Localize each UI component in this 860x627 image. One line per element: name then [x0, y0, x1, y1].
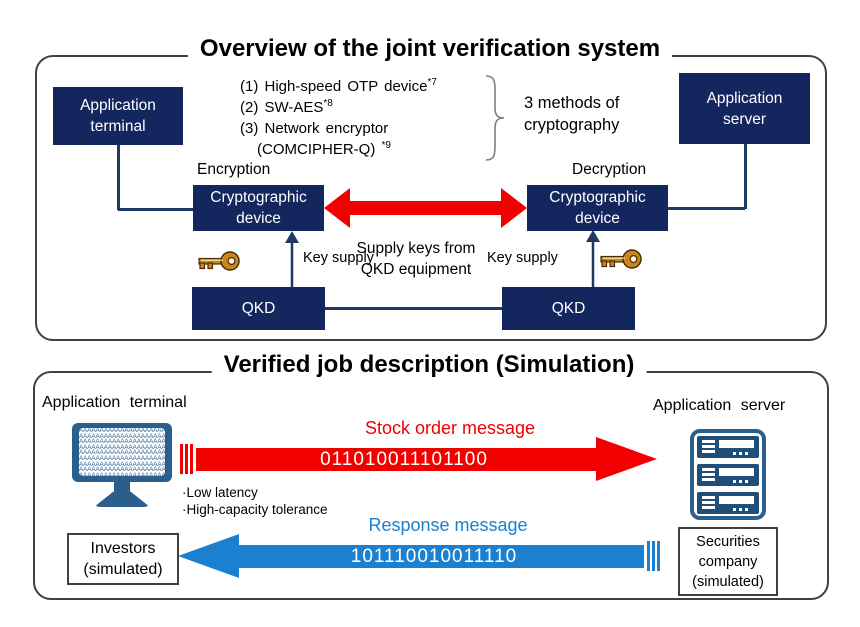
- server-unit: [697, 436, 759, 458]
- qkd-right-box: QKD: [502, 287, 635, 330]
- stock-order-arrow: [180, 437, 657, 481]
- cryptographic-device-right-box: Cryptographic device: [527, 185, 668, 231]
- response-bits: 101110010011110: [350, 546, 518, 567]
- application-server-line1: Application: [706, 89, 783, 107]
- application-terminal-label: Application terminal: [42, 394, 187, 411]
- footnote-8: *8: [323, 98, 333, 109]
- latency-notes: ·Low latency ·High-capacity tolerance: [182, 485, 328, 517]
- top-panel-title: Overview of the joint verification syste…: [187, 36, 673, 62]
- key-icon-right: [600, 249, 642, 269]
- monitor-stand-neck: [114, 482, 130, 491]
- application-server-label: Application server: [653, 397, 786, 414]
- securities-company-box: Securities company (simulated): [678, 527, 778, 596]
- response-arrow: [178, 534, 660, 578]
- key-icon-left: [198, 251, 240, 271]
- curly-brace-icon: [485, 75, 505, 161]
- connector-qkd-link: [325, 307, 502, 310]
- connector-server-horizontal: [668, 206, 745, 210]
- key-supply-label-left: Key supply: [303, 250, 374, 266]
- up-arrow-icon-right: [586, 230, 600, 288]
- investors-box: Investors (simulated): [67, 533, 179, 585]
- server-unit: [697, 464, 759, 486]
- method-item-3b: (COMCIPHER-Q) *9: [257, 140, 391, 159]
- response-message-label: Response message: [368, 515, 528, 535]
- monitor-stand-base: [94, 491, 150, 507]
- methods-summary: 3 methods of cryptography: [524, 94, 620, 134]
- method-item-2: (2) SW-AES*8: [240, 98, 333, 117]
- server-unit: [697, 492, 759, 514]
- application-terminal-line2: terminal: [90, 118, 146, 135]
- bottom-panel-title: Verified job description (Simulation): [211, 352, 647, 378]
- application-terminal-box: Application terminal: [53, 87, 183, 145]
- up-arrow-icon-left: [285, 231, 299, 288]
- stock-order-message-label: Stock order message: [364, 418, 536, 438]
- footnote-9: *9: [381, 140, 391, 151]
- cryptography-methods-list: (1) High-speed OTP device*7 (2) SW-AES*8…: [240, 76, 437, 160]
- qkd-left-box: QKD: [192, 287, 325, 330]
- encryption-label: Encryption: [197, 161, 271, 178]
- server-icon: [690, 429, 766, 520]
- supply-keys-note: Supply keys from QKD equipment: [356, 240, 476, 278]
- cryptographic-device-left-box: Cryptographic device: [193, 185, 324, 231]
- key-supply-label-right: Key supply: [487, 250, 558, 266]
- decryption-label: Decryption: [572, 161, 647, 178]
- application-terminal-line1: Application: [80, 97, 156, 114]
- stock-order-bits: 011010011101100: [320, 449, 488, 470]
- footnote-7: *7: [427, 77, 437, 88]
- connector-server-vertical: [743, 144, 747, 209]
- method-item-3: (3) Network encryptor: [240, 120, 389, 137]
- double-arrow-icon: [324, 188, 527, 228]
- application-server-box: Application server: [679, 73, 810, 144]
- method-item-1: (1) High-speed OTP device*7: [240, 77, 437, 96]
- connector-terminal-vertical: [116, 145, 120, 210]
- connector-terminal-horizontal: [118, 207, 194, 211]
- application-server-line2: server: [722, 110, 767, 128]
